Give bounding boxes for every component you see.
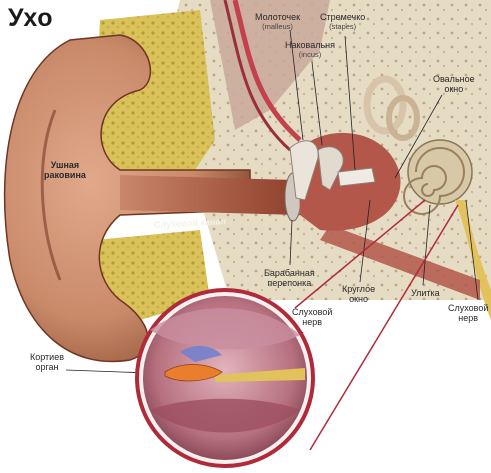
label-cochlea: Улитка <box>411 288 440 298</box>
label-incus: Наковальня(incus) <box>285 40 336 59</box>
stapes <box>337 167 376 187</box>
semicircular-canal <box>363 75 407 135</box>
organ-of-corti <box>164 364 223 382</box>
malleus <box>289 140 319 201</box>
label-malleus: Молоточек(malleus) <box>255 12 301 31</box>
label-stapes: Стремечко(stapes) <box>320 12 366 31</box>
inset-nerve <box>215 368 305 382</box>
cochlea <box>407 139 473 205</box>
blood-vessel <box>232 0 302 142</box>
temporal-muscle <box>210 0 330 130</box>
page-title: Ухо <box>8 4 53 32</box>
incus <box>317 146 344 191</box>
ear-canal <box>120 175 300 215</box>
eustachian-tube <box>320 225 480 300</box>
